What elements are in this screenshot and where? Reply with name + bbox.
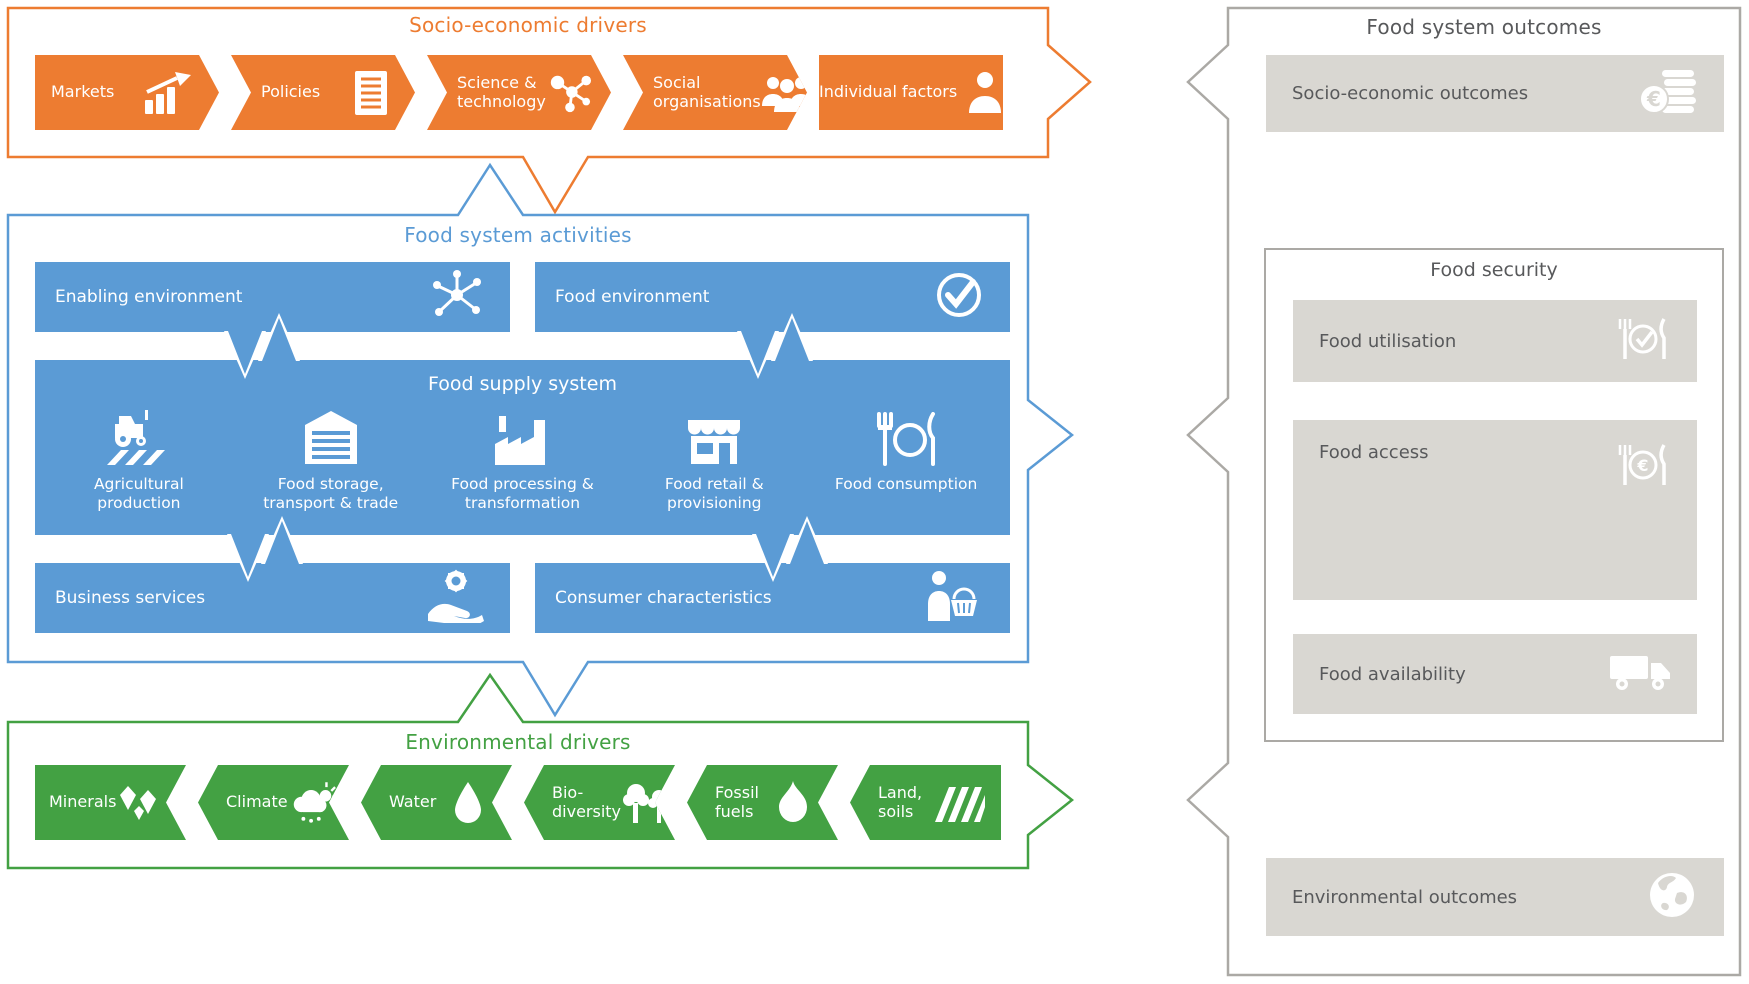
droplet-icon: [452, 781, 484, 825]
enabling-environment-box: Enabling environment: [35, 262, 510, 332]
driver-label: Land, soils: [878, 782, 923, 821]
stage-food-storage: Food storage, transport & trade: [235, 402, 427, 514]
gems-icon: [116, 783, 162, 823]
stage-food-consumption: Food consumption: [810, 402, 1002, 514]
network-icon: [430, 268, 484, 327]
driver-label: Fossil fuels: [715, 782, 759, 821]
hand-gear-icon: [426, 569, 484, 628]
environmental-outcomes-box: Environmental outcomes: [1266, 858, 1724, 936]
truck-icon: [1609, 651, 1671, 698]
stage-label: Food retail & provisioning: [664, 475, 764, 513]
socio-economic-outcomes-box: Socio-economic outcomes €: [1266, 55, 1724, 132]
svg-text:€: €: [1646, 87, 1661, 111]
box-label: Consumer characteristics: [555, 588, 772, 608]
stage-label: Food processing & transformation: [451, 475, 594, 513]
driver-water: Water: [361, 765, 512, 840]
cutlery-icon: [873, 402, 939, 466]
molecule-icon: [546, 71, 592, 115]
driver-policies: Policies: [231, 55, 415, 130]
env-drivers-title: Environmental drivers: [405, 730, 631, 754]
chart-growth-icon: [143, 72, 193, 114]
box-label: Food environment: [555, 287, 710, 307]
tractor-icon: [106, 402, 171, 466]
stage-agricultural-production: Agricultural production: [43, 402, 235, 514]
driver-science-technology: Science & technology: [427, 55, 611, 130]
check-circle-icon: [934, 270, 984, 325]
stage-food-processing: Food processing & transformation: [427, 402, 619, 514]
business-services-box: Business services: [35, 563, 510, 633]
driver-label: Individual factors: [819, 82, 958, 102]
warehouse-icon: [303, 402, 359, 466]
food-availability-box: Food availability: [1293, 634, 1697, 714]
outcome-label: Food utilisation: [1319, 330, 1457, 352]
stage-label: Agricultural production: [93, 475, 184, 513]
outcomes-title: Food system outcomes: [1366, 15, 1602, 39]
box-label: Business services: [55, 588, 206, 608]
driver-fossil-fuels: Fossil fuels: [687, 765, 838, 840]
climate-icon: [288, 781, 338, 824]
food-security-title: Food security: [1430, 259, 1558, 281]
box-label: Enabling environment: [55, 287, 243, 307]
trees-icon: [621, 781, 671, 825]
globe-icon: [1646, 869, 1698, 926]
food-access-box: Food access €: [1293, 420, 1697, 600]
factory-icon: [493, 402, 551, 466]
driver-biodiversity: Bio-diversity: [524, 765, 675, 840]
driver-climate: Climate: [198, 765, 349, 840]
consumer-characteristics-box: Consumer characteristics: [535, 563, 1010, 633]
outcome-label: Socio-economic outcomes: [1292, 83, 1529, 104]
activities-title: Food system activities: [404, 223, 632, 247]
driver-label: Water: [389, 792, 437, 812]
people-group-icon: [761, 73, 813, 113]
euro-coins-icon: €: [1638, 66, 1698, 121]
person-icon: [967, 71, 1003, 115]
socio-drivers-title: Socio-economic drivers: [409, 13, 647, 37]
plate-check-icon: [1615, 316, 1671, 367]
outcome-label: Food access: [1319, 442, 1429, 463]
driver-label: Social organisations: [653, 72, 761, 111]
driver-label: Climate: [226, 792, 288, 812]
food-security-box: Food security Food utilisation Food acce…: [1264, 248, 1724, 742]
svg-text:€: €: [1636, 456, 1648, 475]
driver-land-soils: Land, soils: [850, 765, 1001, 840]
food-environment-box: Food environment: [535, 262, 1010, 332]
driver-label: Bio-diversity: [552, 782, 622, 821]
driver-label: Policies: [261, 82, 321, 102]
food-supply-system-box: Food supply system Agricultural producti…: [35, 360, 1010, 535]
document-icon: [353, 70, 389, 116]
driver-label: Minerals: [49, 792, 117, 812]
plate-euro-icon: €: [1615, 442, 1671, 493]
stage-label: Food consumption: [834, 475, 978, 493]
flame-icon: [776, 780, 810, 826]
stage-label: Food storage, transport & trade: [263, 475, 399, 513]
driver-markets: Markets: [35, 55, 219, 130]
food-utilisation-box: Food utilisation: [1293, 300, 1697, 382]
supply-stages: Agricultural production Food storage, tr…: [35, 402, 1010, 514]
driver-individual-factors: Individual factors: [819, 55, 1003, 130]
driver-label: Science & technology: [457, 72, 546, 111]
outcome-label: Food availability: [1319, 663, 1466, 685]
driver-social-organisations: Social organisations: [623, 55, 807, 130]
storefront-icon: [686, 402, 742, 466]
person-basket-icon: [924, 570, 984, 627]
supply-title: Food supply system: [428, 373, 617, 395]
driver-minerals: Minerals: [35, 765, 186, 840]
driver-label: Markets: [51, 82, 115, 102]
stage-food-retail: Food retail & provisioning: [618, 402, 810, 514]
field-icon: [933, 783, 987, 823]
outcome-label: Environmental outcomes: [1292, 886, 1518, 908]
